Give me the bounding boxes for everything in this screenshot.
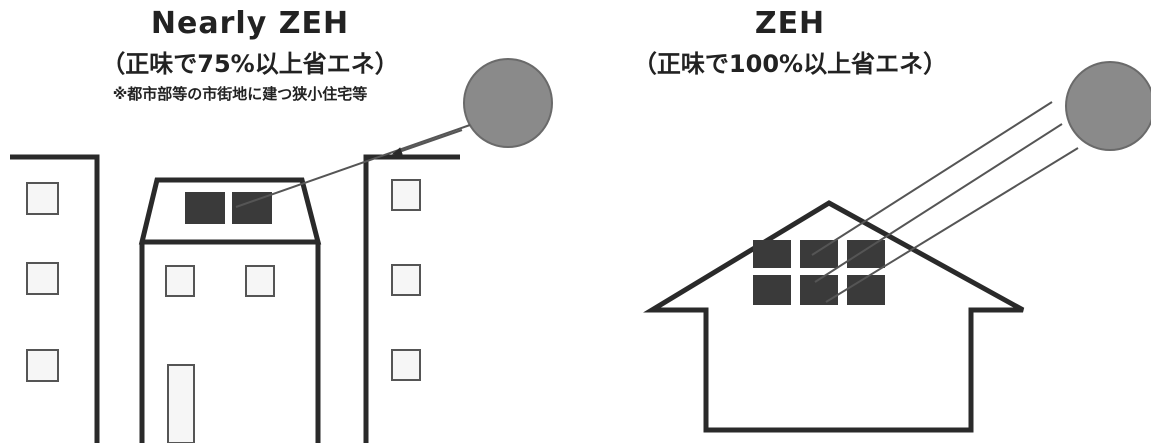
solar-panel — [800, 240, 838, 268]
sun-ray — [811, 101, 1053, 256]
sun-ray-arrow — [392, 129, 463, 155]
right-panel-subtitle: （正味で100%以上省エネ） — [632, 50, 948, 78]
right-panel-title: ZEH — [754, 6, 826, 41]
left-neighbor-building — [10, 154, 100, 443]
window — [26, 262, 59, 295]
sun-icon — [463, 58, 553, 148]
window — [26, 182, 59, 215]
left-panel-subtitle: （正味で75%以上省エネ） — [101, 50, 399, 78]
window — [26, 349, 59, 382]
solar-panel — [847, 275, 885, 305]
solar-panel — [847, 240, 885, 268]
solar-panel-array — [753, 240, 885, 305]
left-scene — [10, 58, 553, 443]
window — [165, 265, 195, 297]
window — [391, 179, 421, 211]
sun-icon — [1065, 61, 1151, 151]
narrow-house — [138, 177, 322, 443]
right-scene — [643, 61, 1151, 433]
window — [245, 265, 275, 297]
right-neighbor-building — [363, 154, 460, 443]
sun-ray — [814, 123, 1063, 283]
window — [391, 264, 421, 296]
solar-panel — [753, 240, 791, 268]
left-panel-title: Nearly ZEH — [150, 6, 350, 41]
zeh-house — [643, 200, 1025, 433]
left-panel-note: ※都市部等の市街地に建つ狭小住宅等 — [112, 85, 368, 103]
window — [391, 349, 421, 381]
sun-ray — [235, 124, 471, 208]
solar-panel — [753, 275, 791, 305]
door — [167, 364, 195, 443]
sun-ray — [825, 147, 1079, 303]
solar-panel — [185, 192, 225, 224]
